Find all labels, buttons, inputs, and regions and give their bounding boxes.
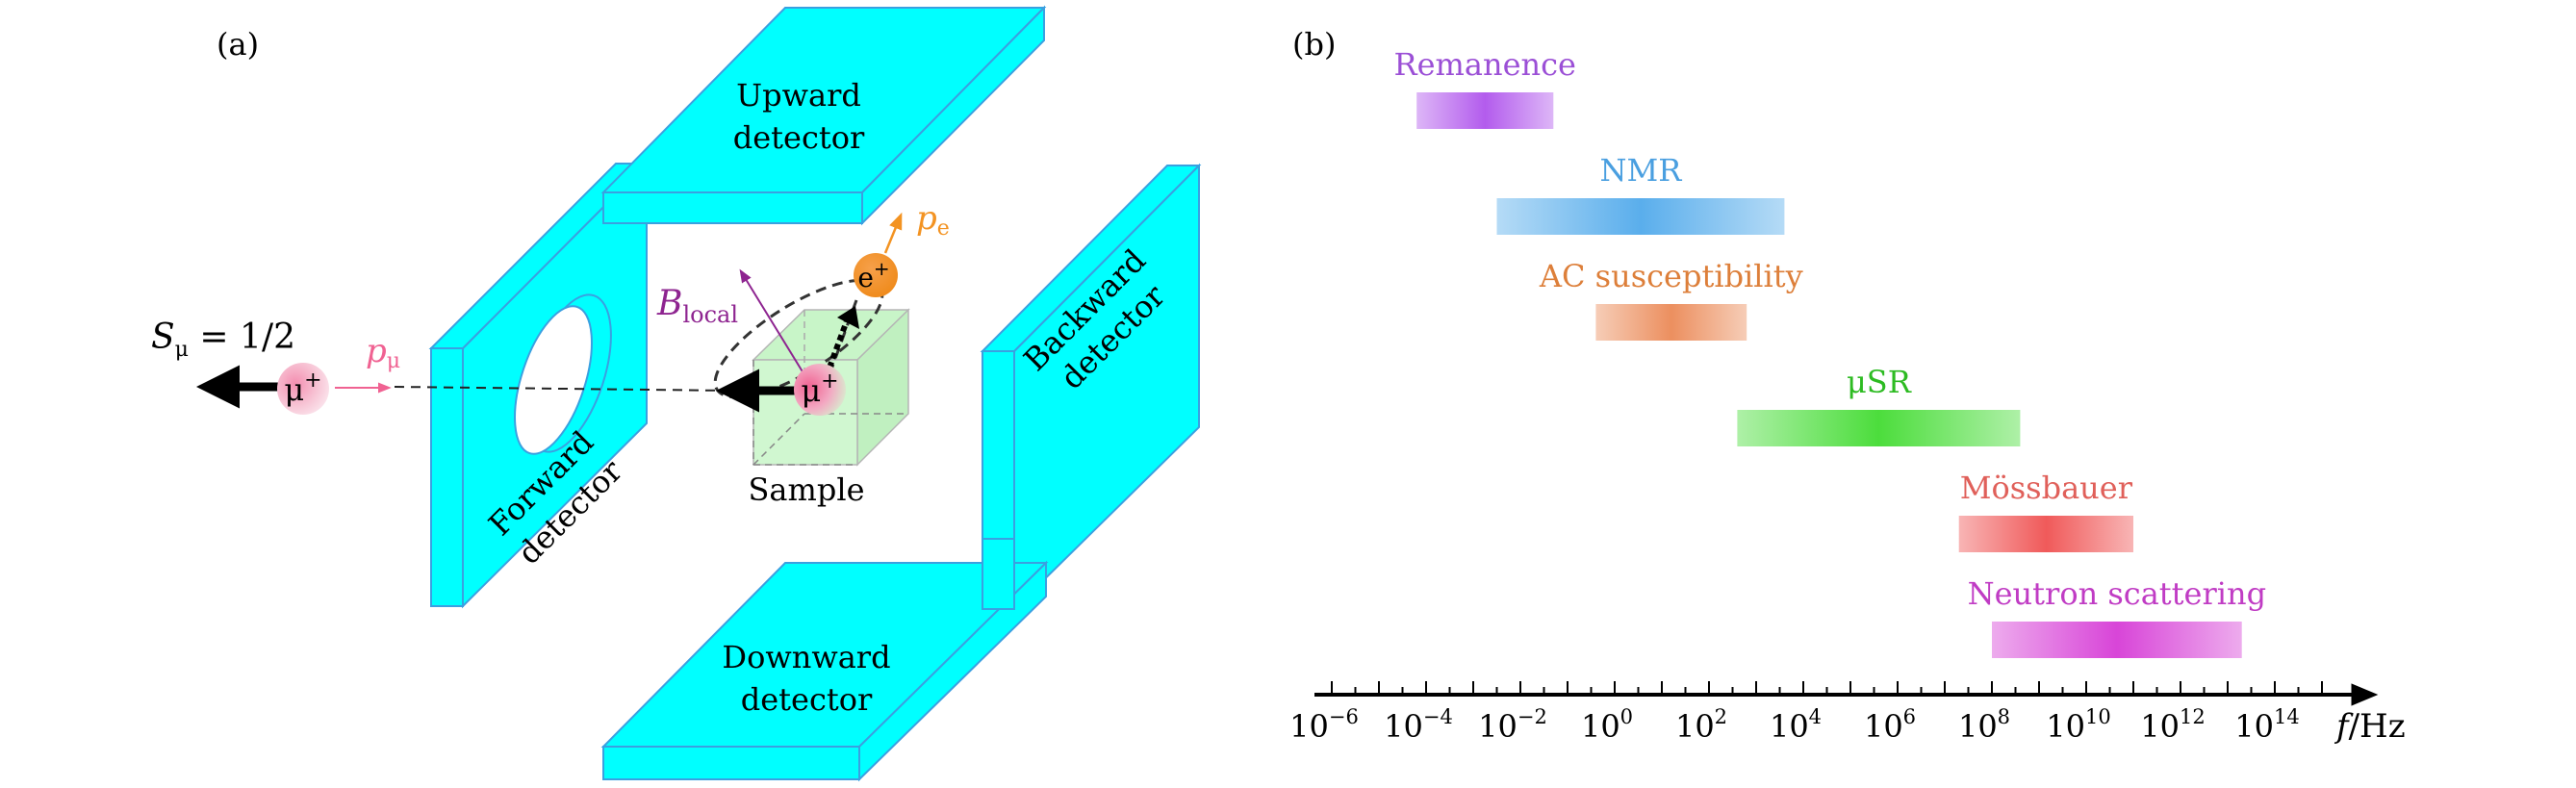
downward-detector-label-line2: detector [741,681,873,718]
sample-label: Sample [749,471,865,508]
tick-label: 1012 [2140,705,2205,745]
upward-detector-label-line2: detector [733,119,865,156]
axis-ticks [1331,681,2323,695]
tick-label: 106 [1864,705,1916,745]
incoming-muon: μ+ [277,363,329,415]
bar-label--sr: μSR [1847,364,1912,400]
x-axis-label: f/Hz [2334,707,2406,746]
axis-tick-labels: 10−6 10−4 10−2 100 102 104 106 108 1010 1012 1014 [1289,705,2300,745]
bar-neutron-scattering [1992,622,2242,658]
tick-label: 100 [1581,705,1633,745]
tick-label: 108 [1958,705,2010,745]
bar-nmr [1496,198,1785,235]
bar-ac-susceptibility [1595,304,1747,341]
muon-in-sample: μ+ [794,364,846,416]
svg-text:μ+: μ+ [801,369,838,409]
positron: e+ [854,253,898,297]
upward-detector-label-line1: Upward [736,77,861,114]
tick-label: 10−6 [1289,705,1359,745]
tick-label: 102 [1675,705,1727,745]
svg-text:e+: e+ [857,257,889,293]
positron-momentum-arrow [883,212,903,254]
b-local-arrow [739,268,804,374]
upward-detector: Upward detector [600,5,1047,226]
beam-line [394,386,732,392]
bar-m-ssbauer [1958,516,2133,552]
panel-a: (a) Backward detector Downward detector [151,5,1202,782]
tick-label: 10−4 [1384,705,1453,745]
spin-label: Sμ = 1/2 [151,318,295,362]
sample-cube [752,308,910,467]
downward-detector: Downward detector [600,560,1049,782]
bar-label-neutron-scattering: Neutron scattering [1968,575,2266,612]
tick-label: 1010 [2046,705,2110,745]
forward-detector: Forward detector [428,161,650,609]
tick-label: 104 [1770,705,1822,745]
bar-remanence [1416,92,1554,129]
b-local-label: Blocal [656,284,738,328]
muon-momentum-label: pμ [366,332,400,373]
bar-label-ac-susceptibility: AC susceptibility [1539,258,1803,294]
panel-a-label: (a) [217,26,259,63]
positron-momentum-label: pe [916,199,950,241]
bar-label-m-ssbauer: Mössbauer [1960,470,2133,506]
tick-label: 10−2 [1478,705,1547,745]
tick-label: 1014 [2234,705,2299,745]
panel-b-label: (b) [1292,26,1336,63]
bar--sr [1737,410,2021,446]
bar-label-nmr: NMR [1600,152,1683,189]
bar-label-remanence: Remanence [1394,46,1576,83]
downward-detector-label-line1: Downward [722,639,890,675]
svg-text:μ+: μ+ [284,369,321,408]
